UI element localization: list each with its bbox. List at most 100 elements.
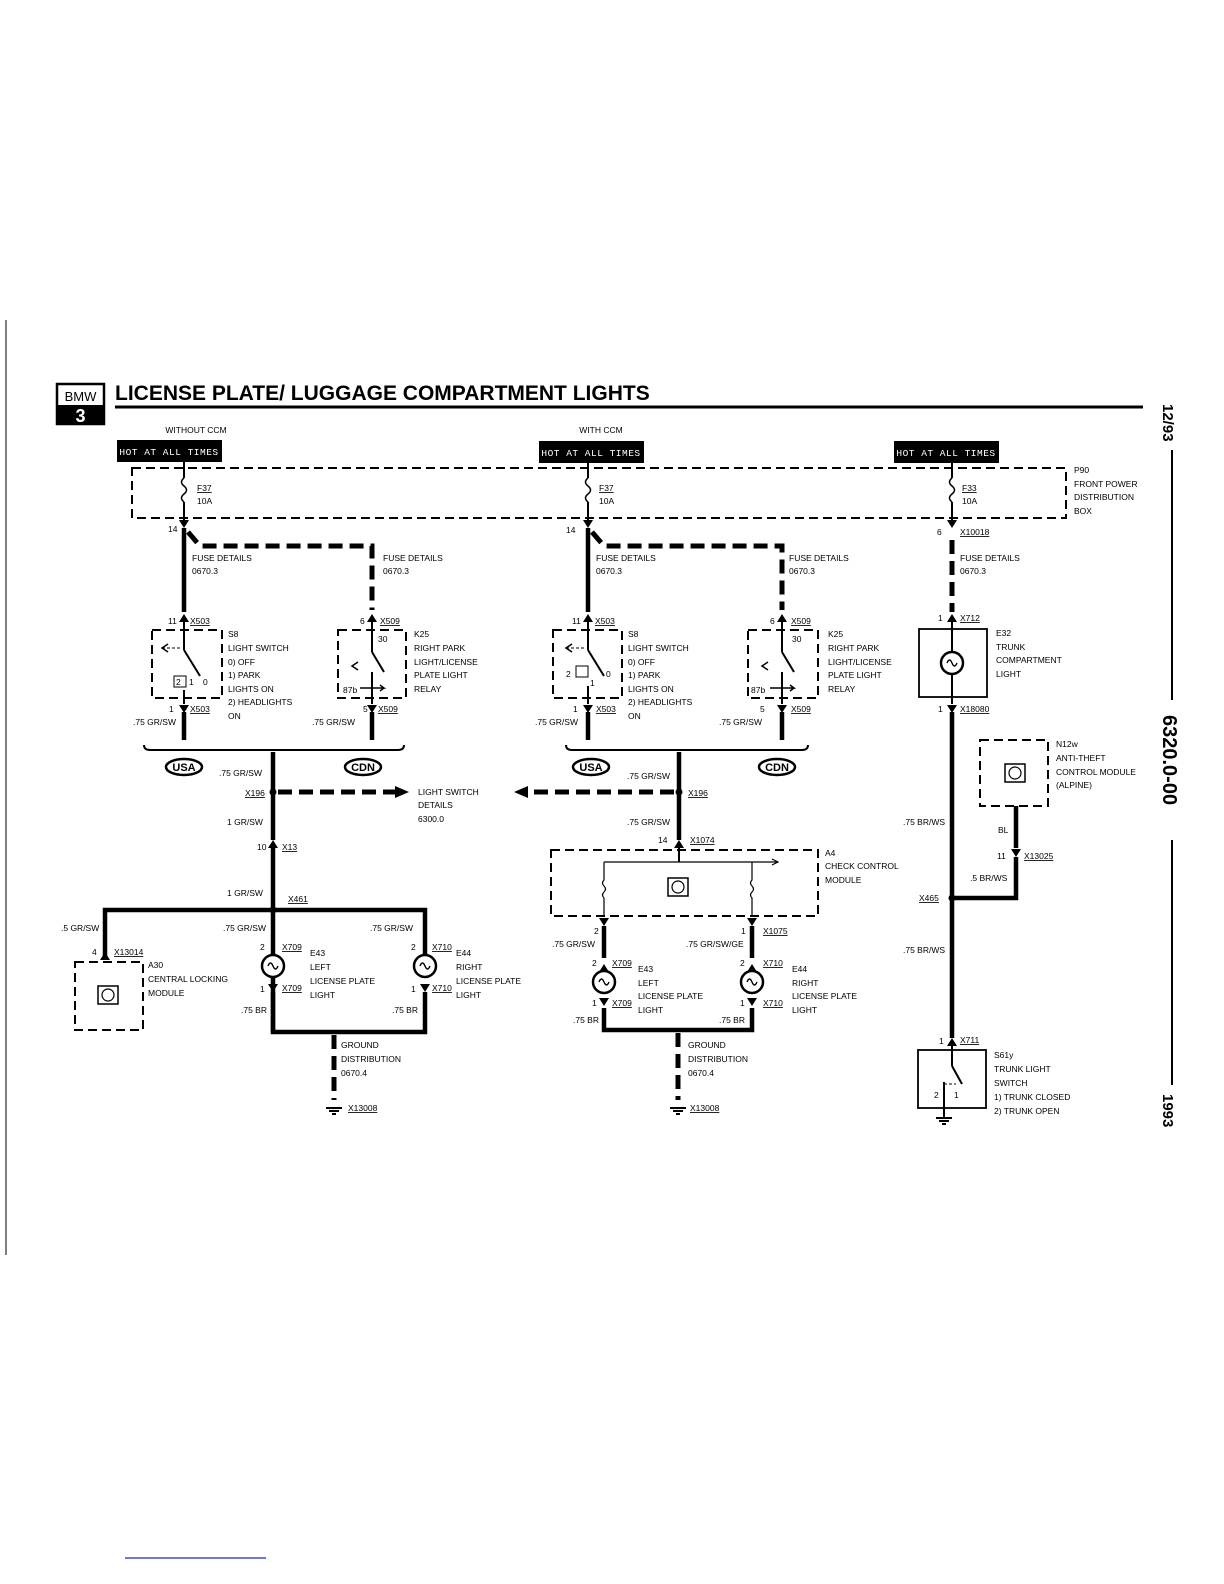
s8-line: ON (628, 711, 641, 721)
e32-line: TRUNK (996, 642, 1026, 652)
n12w-module-box (979, 739, 1049, 807)
fuse-details-ref: 0670.3 (596, 566, 622, 576)
logo-bottom-text: 3 (75, 406, 85, 426)
connector-label: X503 (595, 616, 615, 626)
connector-label: X503 (190, 704, 210, 714)
fuse-f37-center-rating: 10A (599, 496, 614, 506)
pin-label: 1 (260, 984, 265, 994)
pin-label: 1 (938, 613, 943, 623)
switch-pos-label: 1 (590, 678, 595, 688)
wire-label: .75 GR/SW (535, 717, 578, 727)
wire-label: .75 GR/SW (552, 939, 595, 949)
fuse-f37-center-label: F37 (599, 483, 614, 493)
pin-label: 10 (257, 842, 267, 852)
e43-id: E43 (310, 948, 325, 958)
fuse-details-label: FUSE DETAILS (383, 553, 443, 563)
p90-line-1: FRONT POWER (1074, 479, 1138, 489)
center-circuit: 14 FUSE DETAILS 0670.3 FUSE DETAILS 0670… (514, 520, 899, 1115)
relay-pin-label: 30 (792, 634, 802, 644)
hot-label-center: HOT AT ALL TIMES (541, 448, 640, 459)
connector-label: X196 (688, 788, 708, 798)
connector-label: X710 (763, 998, 783, 1008)
connector-label: X509 (378, 704, 398, 714)
fuse-details-label: FUSE DETAILS (596, 553, 656, 563)
k25-relay-box (337, 629, 407, 699)
e43-line: LIGHT (638, 1005, 663, 1015)
cdn-label: CDN (765, 762, 789, 774)
k25-line: RELAY (828, 684, 856, 694)
left-circuit: 14 FUSE DETAILS 0670.3 FUSE DETAILS 0670… (61, 520, 521, 1115)
pin-label: 2 (411, 942, 416, 952)
connector-label: X709 (282, 942, 302, 952)
wire-label: .75 GR/SW/GE (686, 939, 744, 949)
wire-label: .75 BR (719, 1015, 745, 1025)
k25-id: K25 (414, 629, 429, 639)
pin-label: 6 (360, 616, 365, 626)
fuse-f33: F33 10A (948, 463, 977, 520)
connector-label: X10018 (960, 527, 990, 537)
connector-label: X503 (190, 616, 210, 626)
e32-line: LIGHT (996, 669, 1021, 679)
e44-line: LIGHT (792, 1005, 817, 1015)
wire-label: .75 GR/SW (223, 923, 266, 933)
wire-label: .75 BR (573, 1015, 599, 1025)
pin-label: 5 (363, 704, 368, 714)
wire-label: BL (998, 825, 1009, 835)
side-margin: 12/93 6320.0-00 1993 (1158, 404, 1180, 1127)
cdn-market-badge: CDN (757, 757, 797, 777)
connector-label: X710 (763, 958, 783, 968)
a30-line: MODULE (148, 988, 185, 998)
side-year: 1993 (1159, 1094, 1176, 1127)
k25-line: LIGHT/LICENSE (414, 657, 478, 667)
variant-with-ccm: WITH CCM (579, 425, 622, 435)
a4-line: CHECK CONTROL (825, 861, 899, 871)
e43-line: LEFT (310, 962, 331, 972)
pin-label: 1 (741, 926, 746, 936)
e44-line: LIGHT (456, 990, 481, 1000)
p90-line-2: DISTRIBUTION (1074, 492, 1134, 502)
cdn-market-badge: CDN (343, 757, 383, 777)
fuse-details-label: FUSE DETAILS (960, 553, 1020, 563)
relay-pin-label: 87b (343, 685, 357, 695)
switch-pos-label: 0 (606, 669, 611, 679)
fuse-f37-left-label: F37 (197, 483, 212, 493)
connector-label: X13014 (114, 947, 144, 957)
k25-relay-box (747, 629, 819, 699)
cdn-label: CDN (351, 762, 375, 774)
e44-id: E44 (456, 948, 471, 958)
p90-id: P90 (1074, 465, 1089, 475)
bmw-module-icon (667, 877, 689, 897)
pin-label: 14 (168, 524, 178, 534)
pin-label: 6 (770, 616, 775, 626)
wire-label: .75 BR/WS (903, 817, 945, 827)
s61y-line: 1) TRUNK CLOSED (994, 1092, 1070, 1102)
hot-banner-right: HOT AT ALL TIMES (894, 441, 999, 463)
ground-label: 0670.4 (688, 1068, 714, 1078)
fuse-details-ref: 0670.3 (789, 566, 815, 576)
s8-id: S8 (628, 629, 639, 639)
connector-label: X1074 (690, 835, 715, 845)
light-switch-details: LIGHT SWITCH (418, 787, 479, 797)
fuse-details-ref: 0670.3 (383, 566, 409, 576)
right-circuit: 6 X10018 FUSE DETAILS 0670.3 1 X712 E32 … (903, 520, 1136, 1125)
p90-line-3: BOX (1074, 506, 1092, 516)
bmw-logo: BMW 3 (55, 382, 106, 426)
pin-label: 1 (411, 984, 416, 994)
k25-line: PLATE LIGHT (828, 670, 882, 680)
wire-label: .75 BR/WS (903, 945, 945, 955)
connector-label: X196 (245, 788, 265, 798)
k25-line: RIGHT PARK (414, 643, 465, 653)
wire-label: .75 GR/SW (627, 817, 670, 827)
pin-label: 11 (168, 616, 177, 626)
switch-pos-label: 2 (176, 677, 181, 687)
relay-pin-label: 30 (378, 634, 388, 644)
hot-banner-center: HOT AT ALL TIMES (539, 441, 644, 463)
connector-label: X710 (432, 942, 452, 952)
connector-label: X13025 (1024, 851, 1054, 861)
wire-label: .5 GR/SW (61, 923, 99, 933)
wire-label: .75 GR/SW (719, 717, 762, 727)
a4-line: MODULE (825, 875, 862, 885)
wire-label: .75 BR (392, 1005, 418, 1015)
k25-id: K25 (828, 629, 843, 639)
connector-label: X712 (960, 613, 980, 623)
